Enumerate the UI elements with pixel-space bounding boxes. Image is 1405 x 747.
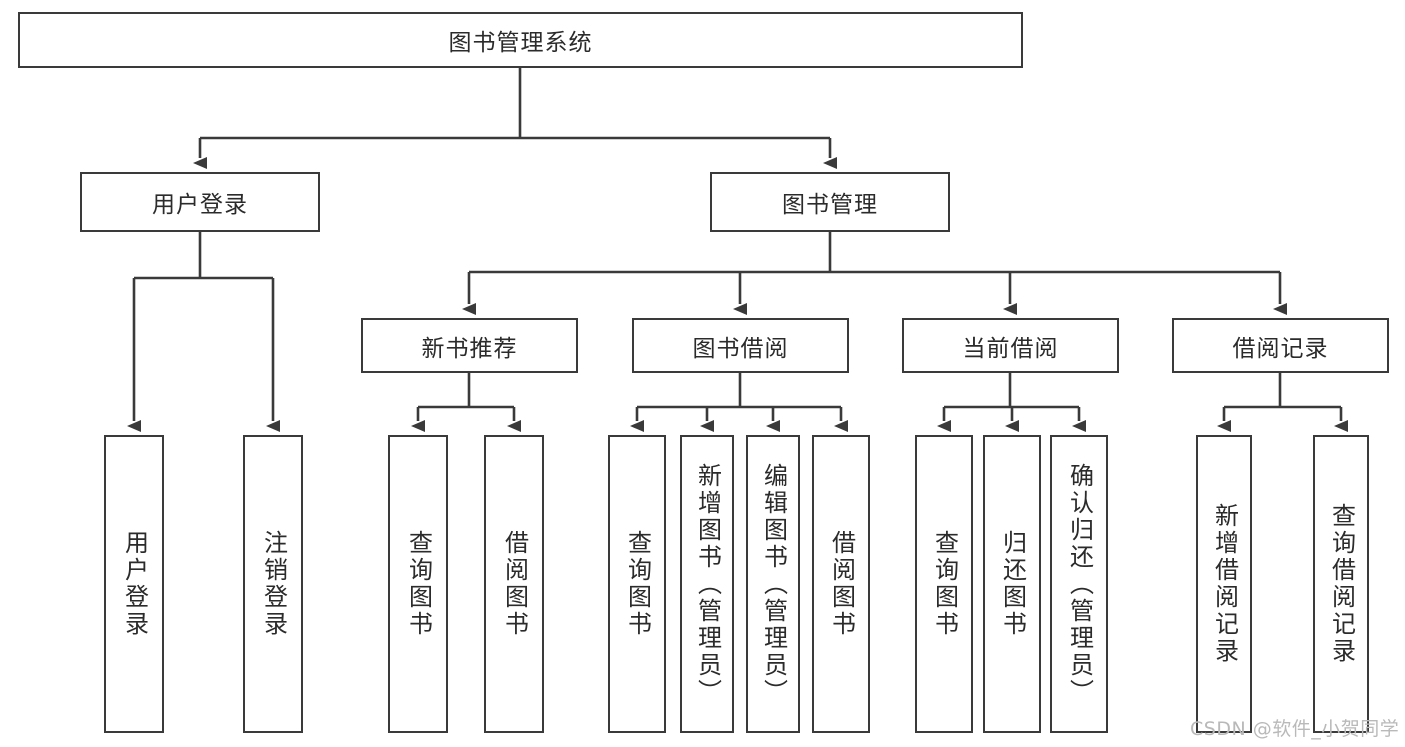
node-leaf-confirm-return[interactable]: 确认归还（管理员） — [1050, 435, 1108, 733]
node-leaf-query-borrow-record-label: 查询借阅记录 — [1327, 503, 1356, 665]
leaf-label-wrap: 新增借阅记录 — [1198, 443, 1250, 725]
node-leaf-user-login[interactable]: 用户登录 — [104, 435, 164, 733]
node-borrow-record-label: 借阅记录 — [1232, 335, 1329, 362]
node-leaf-query-borrow-record[interactable]: 查询借阅记录 — [1313, 435, 1369, 733]
node-leaf-borrow-book-rec[interactable]: 借阅图书 — [484, 435, 544, 733]
node-root-system[interactable]: 图书管理系统 — [18, 12, 1023, 68]
leaf-label-wrap: 借阅图书 — [486, 443, 542, 725]
node-current-borrow[interactable]: 当前借阅 — [902, 318, 1119, 373]
leaf-label-wrap: 新增图书（管理员） — [682, 443, 732, 725]
node-leaf-borrow-book-rec-label: 借阅图书 — [500, 530, 529, 638]
node-book-manage-label: 图书管理 — [782, 192, 878, 218]
leaf-label-wrap: 查询图书 — [390, 443, 446, 725]
node-leaf-add-book[interactable]: 新增图书（管理员） — [680, 435, 734, 733]
node-leaf-query-book-rec-label: 查询图书 — [404, 530, 433, 638]
node-current-borrow-label: 当前借阅 — [962, 335, 1059, 362]
node-leaf-user-logout[interactable]: 注销登录 — [243, 435, 303, 733]
node-leaf-return-book-label: 归还图书 — [998, 530, 1027, 638]
leaf-label-wrap: 用户登录 — [106, 443, 162, 725]
node-book-borrow[interactable]: 图书借阅 — [632, 318, 849, 373]
leaf-label-wrap: 归还图书 — [985, 443, 1039, 725]
node-leaf-edit-book[interactable]: 编辑图书（管理员） — [746, 435, 800, 733]
node-borrow-record[interactable]: 借阅记录 — [1172, 318, 1389, 373]
leaf-label-wrap: 借阅图书 — [814, 443, 868, 725]
node-leaf-query-book-borrow-label: 查询图书 — [623, 530, 652, 638]
node-leaf-user-login-label: 用户登录 — [120, 530, 149, 638]
node-leaf-add-borrow-record[interactable]: 新增借阅记录 — [1196, 435, 1252, 733]
node-user-login-label: 用户登录 — [152, 192, 248, 218]
node-leaf-return-book[interactable]: 归还图书 — [983, 435, 1041, 733]
node-leaf-confirm-return-label: 确认归还（管理员） — [1065, 462, 1094, 706]
leaf-label-wrap: 编辑图书（管理员） — [748, 443, 798, 725]
node-book-manage[interactable]: 图书管理 — [710, 172, 950, 232]
leaf-label-wrap: 注销登录 — [245, 443, 301, 725]
node-leaf-borrow-book[interactable]: 借阅图书 — [812, 435, 870, 733]
node-root-label: 图书管理系统 — [448, 30, 593, 56]
node-leaf-query-book-current-label: 查询图书 — [930, 530, 959, 638]
node-new-book-recommend[interactable]: 新书推荐 — [361, 318, 578, 373]
node-leaf-add-book-label: 新增图书（管理员） — [693, 462, 722, 706]
leaf-label-wrap: 查询借阅记录 — [1315, 443, 1367, 725]
node-new-book-recommend-label: 新书推荐 — [421, 335, 518, 362]
node-leaf-query-book-borrow[interactable]: 查询图书 — [608, 435, 666, 733]
node-leaf-add-borrow-record-label: 新增借阅记录 — [1210, 503, 1239, 665]
leaf-label-wrap: 确认归还（管理员） — [1052, 443, 1106, 725]
node-leaf-query-book-rec[interactable]: 查询图书 — [388, 435, 448, 733]
node-leaf-edit-book-label: 编辑图书（管理员） — [759, 462, 788, 706]
node-user-login[interactable]: 用户登录 — [80, 172, 320, 232]
node-leaf-user-logout-label: 注销登录 — [259, 530, 288, 638]
leaf-label-wrap: 查询图书 — [610, 443, 664, 725]
node-leaf-query-book-current[interactable]: 查询图书 — [915, 435, 973, 733]
watermark-text: CSDN @软件_小贺同学 — [1190, 718, 1400, 740]
node-book-borrow-label: 图书借阅 — [692, 335, 789, 362]
leaf-label-wrap: 查询图书 — [917, 443, 971, 725]
node-leaf-borrow-book-label: 借阅图书 — [827, 530, 856, 638]
